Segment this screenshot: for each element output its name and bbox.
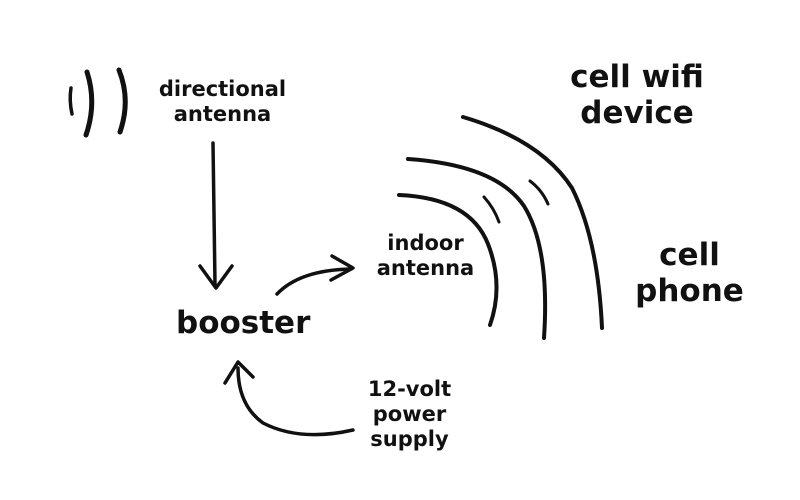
broadcast-wave-1-tick (482, 195, 501, 224)
signal-wave-1 (68, 86, 74, 116)
directional-antenna-label: directional antenna (155, 77, 290, 127)
antenna-to-booster-arrow (198, 141, 234, 290)
booster-to-indoor-antenna-arrow (275, 254, 355, 296)
directional-antenna-label-line-1: directional (158, 77, 287, 101)
antenna-signal-icon (68, 67, 128, 138)
cell-wifi-device-label-line-2: device (580, 94, 694, 131)
cell-wifi-device-label: cell wifi device (552, 59, 722, 131)
signal-wave-2 (83, 69, 95, 138)
broadcast-wave-1 (397, 193, 499, 327)
indoor-antenna-label-line-2: antenna (376, 255, 475, 280)
power-supply-label-line-2: power (372, 401, 447, 426)
cell-phone-label-line-1: cell (659, 237, 720, 273)
cell-wifi-device-label-line-1: cell wifi (570, 59, 704, 95)
broadcast-wave-2-tick (528, 179, 550, 206)
broadcast-waves (397, 115, 604, 340)
power-supply-to-booster-arrow (223, 360, 355, 437)
broadcast-wave-2 (406, 157, 548, 340)
booster-label: booster (176, 305, 311, 342)
power-supply-label: 12-volt power supply (362, 377, 457, 451)
cell-phone-label-line-2: phone (635, 272, 744, 309)
broadcast-wave-3 (461, 115, 604, 330)
indoor-antenna-label: indoor antenna (368, 231, 483, 281)
cell-phone-label: cell phone (627, 237, 752, 309)
indoor-antenna-label-line-1: indoor (387, 231, 464, 255)
directional-antenna-label-line-2: antenna (173, 101, 272, 126)
signal-wave-3 (116, 67, 128, 135)
power-supply-label-line-1: 12-volt (367, 377, 452, 401)
booster-label-text: booster (176, 305, 311, 341)
power-supply-label-line-3: supply (370, 426, 449, 451)
